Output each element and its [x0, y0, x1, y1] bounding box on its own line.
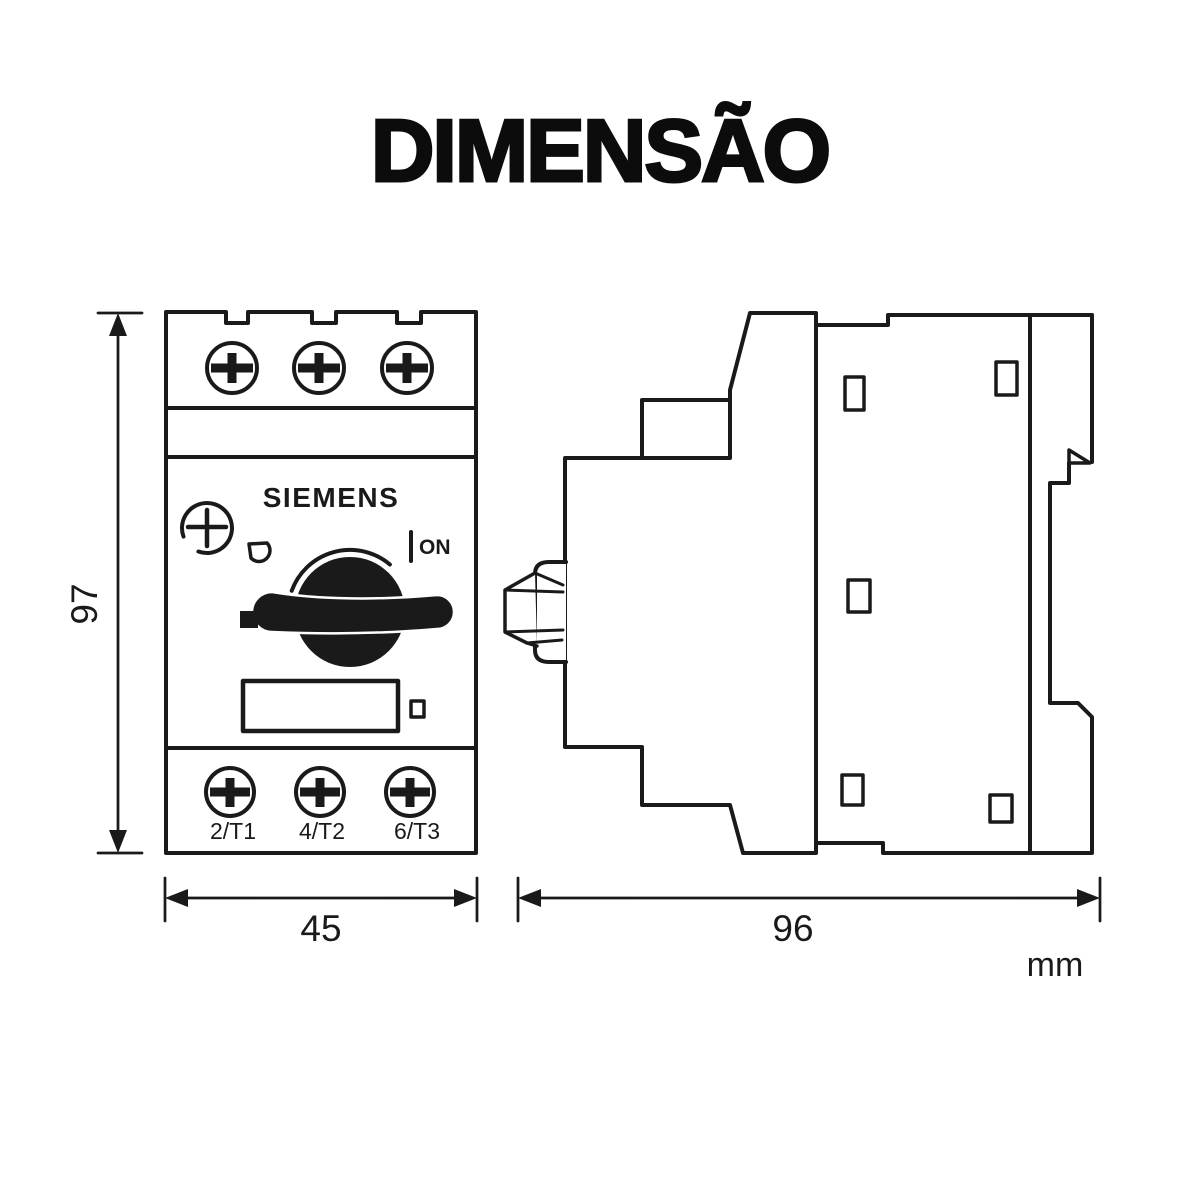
mounting-hole — [988, 793, 1014, 824]
screw-icon — [204, 766, 256, 818]
front-view-drawing — [164, 310, 478, 855]
depth-dimension-value: 96 — [772, 908, 814, 949]
height-dimension-value: 97 — [64, 583, 105, 625]
on-label: ON — [419, 536, 451, 559]
height-dimension-line — [96, 311, 144, 855]
rating-label-window — [240, 678, 401, 734]
adjustment-dial-icon — [179, 501, 234, 556]
page-title: DIMENSÃO — [369, 100, 832, 202]
off-position-icon — [247, 541, 272, 564]
width-dimension-value: 45 — [300, 908, 342, 949]
knob-bezel-arc — [289, 547, 392, 593]
knob-tab — [240, 611, 258, 628]
width-dimension-line — [163, 876, 479, 923]
knob-handle — [250, 590, 456, 635]
terminal-label-4t2: 4/T2 — [298, 818, 346, 844]
terminal-label-2t1: 2/T1 — [209, 818, 257, 844]
test-button[interactable] — [409, 699, 426, 719]
side-middle-bottom-edge — [814, 841, 1032, 855]
screw-icon — [292, 341, 346, 395]
side-view-drawing — [503, 311, 1094, 855]
knob-side-profile — [503, 560, 568, 664]
screw-icon — [294, 766, 346, 818]
depth-dimension-line — [516, 876, 1102, 923]
side-middle-top-edge — [814, 313, 1094, 327]
din-clip-hook — [1067, 448, 1092, 465]
screw-icon — [205, 341, 259, 395]
unit-label: mm — [1026, 946, 1084, 984]
mounting-hole — [846, 578, 872, 614]
mounting-hole — [840, 773, 865, 807]
brand-logo: SIEMENS — [262, 482, 400, 513]
rotary-knob[interactable] — [240, 547, 456, 667]
side-step-box — [640, 398, 732, 460]
din-rail-channel-edge — [1028, 461, 1094, 855]
terminal-label-6t3: 6/T3 — [393, 818, 441, 844]
side-front-section-outline — [563, 311, 818, 855]
mounting-hole — [843, 375, 866, 412]
mounting-hole — [994, 360, 1019, 397]
screw-icon — [380, 341, 434, 395]
screw-icon — [384, 766, 436, 818]
